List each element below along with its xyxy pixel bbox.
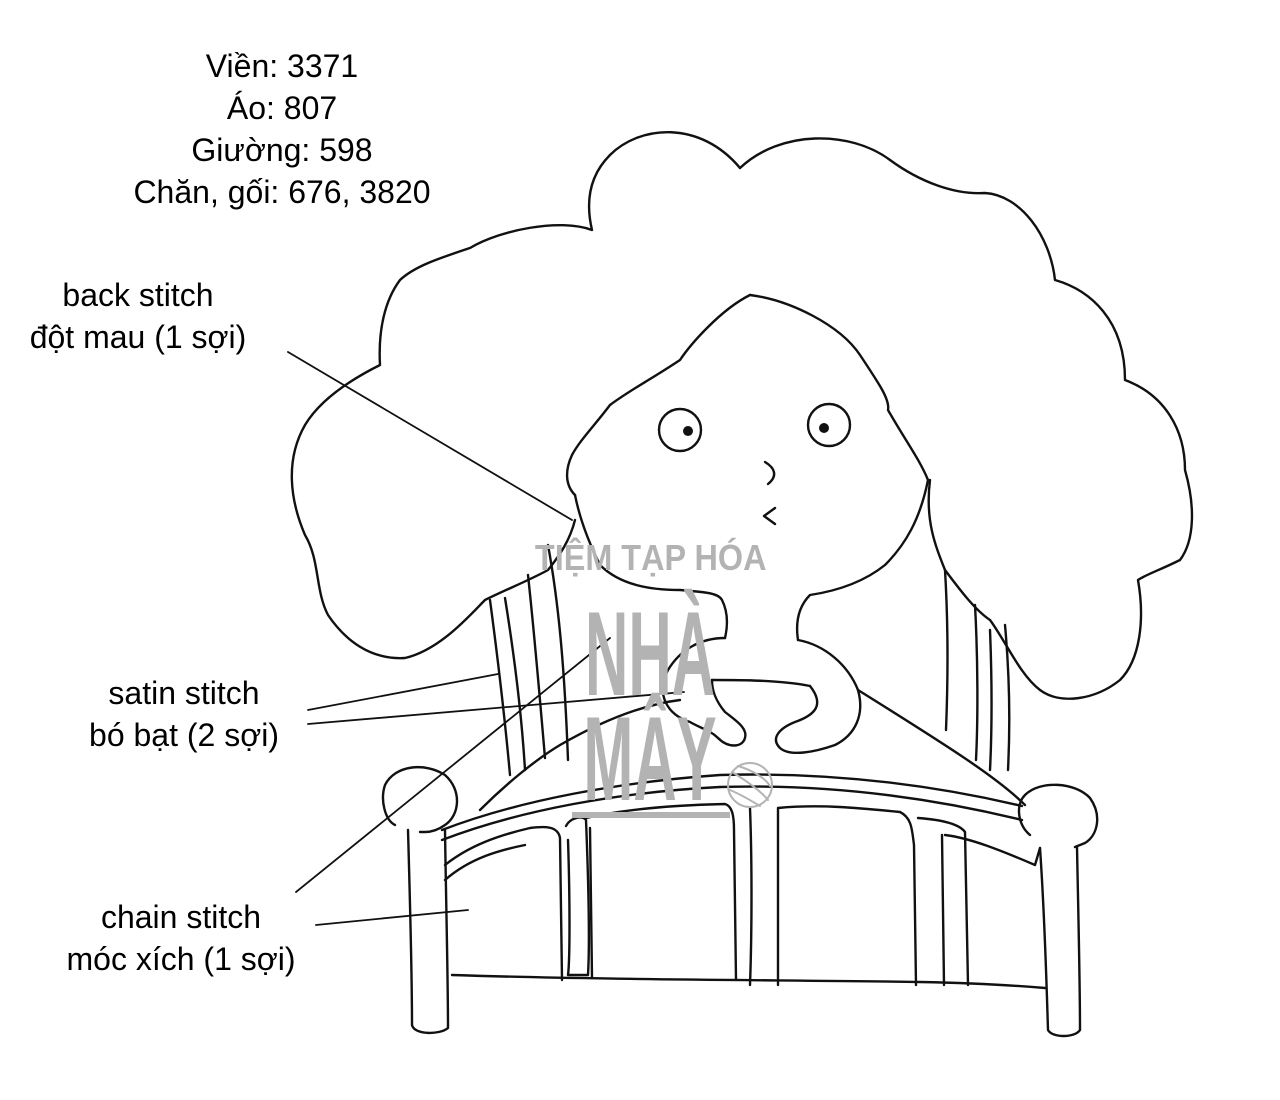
leader-chain-2 (315, 909, 469, 926)
leader-satin-2 (307, 691, 685, 725)
headboard-left-post-2 (526, 573, 547, 760)
chain-stitch-vi: móc xích (1 sợi) (66, 941, 296, 977)
face-outline (573, 493, 729, 640)
headboard-left-post-1 (546, 543, 570, 762)
back-stitch-vi: đột mau (1 sợi) (29, 319, 247, 355)
satin-stitch-en: satin stitch (108, 675, 260, 711)
thread-color-blanket-pillow: Chăn, gối: 676, 3820 (133, 174, 431, 210)
thread-color-bed: Giường: 598 (191, 132, 373, 168)
satin-stitch-vi: bó bạt (2 sợi) (89, 717, 279, 753)
left-pupil (683, 426, 693, 436)
hair-outline (290, 130, 742, 660)
thread-color-border: Viền: 3371 (205, 48, 359, 84)
footboard-arch (443, 825, 564, 982)
satin-stitch-label: satin stitch bó bạt (2 sợi) (40, 672, 328, 756)
mouth (762, 506, 777, 526)
blanket (478, 688, 1027, 812)
left-eye (657, 407, 703, 453)
chain-stitch-label: chain stitch móc xích (1 sợi) (40, 896, 322, 980)
leader-chain-1 (295, 637, 611, 893)
watermark-line2: NHÀ (585, 587, 715, 721)
arm-left (661, 636, 747, 747)
watermark-line1: TIỆM TẠP HÓA (535, 536, 767, 578)
right-pupil (819, 423, 829, 433)
watermark-underline (572, 812, 730, 818)
thread-color-list: Viền: 3371 Áo: 807 Giường: 598 Chăn, gối… (100, 45, 464, 213)
watermark: TIỆM TẠP HÓA NHÀ MÂY (535, 536, 767, 826)
footboard-slat-3 (748, 805, 918, 987)
footboard-slat-2 (584, 802, 738, 982)
right-bedpost (1017, 783, 1099, 1038)
back-stitch-en: back stitch (62, 277, 214, 313)
watermark-line3: MÂY (583, 691, 716, 826)
leader-back-stitch (287, 351, 573, 521)
headboard-left-post-3 (488, 598, 512, 777)
bed-rail-top (440, 773, 1024, 832)
yarn-ball-icon (727, 762, 773, 808)
arm-right (774, 638, 862, 755)
footboard-slat-5 (916, 816, 970, 987)
headboard-left-post-4 (503, 596, 527, 772)
headboard-right-post-2 (973, 603, 979, 762)
nose (763, 460, 776, 486)
arm-top (710, 678, 812, 688)
headboard-right-post-3 (1003, 623, 1011, 772)
hair-inner-left (565, 293, 752, 497)
chain-stitch-en: chain stitch (100, 899, 262, 935)
hair-outline-right (738, 137, 1194, 700)
footboard-slat-4 (940, 833, 1042, 987)
thread-color-shirt: Áo: 807 (226, 90, 338, 126)
hair-inner-right (748, 293, 930, 482)
right-eye (806, 402, 852, 448)
back-stitch-label: back stitch đột mau (1 sợi) (0, 274, 276, 358)
headboard-right-post-4 (988, 628, 993, 772)
headboard-right-post-1 (943, 568, 949, 732)
footboard-base (450, 973, 1047, 990)
bed-rail-bottom (440, 785, 1024, 842)
footboard-slat-1 (564, 816, 591, 977)
left-bedpost (381, 766, 459, 1035)
leader-satin-1 (307, 673, 499, 711)
face-right-jaw (796, 478, 930, 642)
